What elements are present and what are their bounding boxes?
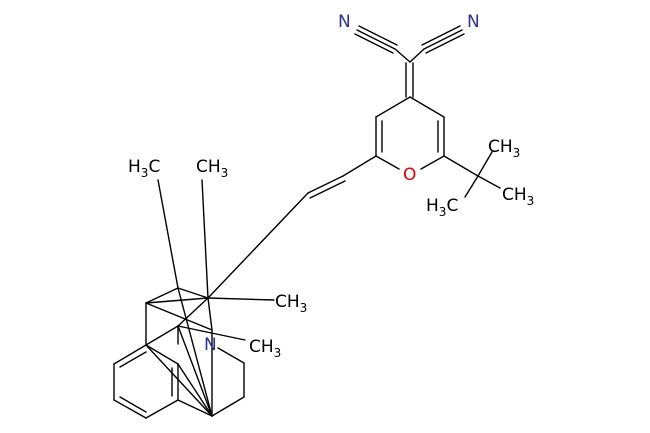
cyano-single-bond-left bbox=[394, 48, 411, 63]
methyl-bond-ch3-top bbox=[201, 179, 209, 299]
benzene-bond-6 bbox=[145, 344, 179, 365]
jul-bond-12 bbox=[145, 344, 213, 417]
jul-ch3-low-label: CH3 bbox=[249, 337, 281, 360]
cyano-triple-bond-left-b bbox=[356, 29, 396, 50]
benzene-bond-1-inner bbox=[119, 351, 147, 368]
benzene-bond-7 bbox=[177, 363, 213, 417]
n-cyano-right-label: N bbox=[467, 12, 480, 32]
jul-bond-6 bbox=[177, 297, 209, 327]
jul-bond-7 bbox=[207, 297, 213, 331]
jul-bond-5 bbox=[145, 302, 213, 331]
cyano-triple-bond-right-b bbox=[423, 29, 463, 50]
jul-bond-1 bbox=[145, 287, 179, 304]
n-cyano-left-label: N bbox=[338, 12, 351, 32]
pyran-bond-c2-o bbox=[375, 155, 400, 170]
julolidine-methyls bbox=[157, 179, 209, 299]
jul-bond-11 bbox=[177, 287, 213, 417]
pyran-bond-c4-c5 bbox=[409, 96, 445, 118]
vinyl-bond-c2 bbox=[342, 155, 377, 177]
cyano-triple-bond-left-c bbox=[354, 33, 394, 54]
jul-bond-2 bbox=[177, 287, 209, 299]
jul-ch3-top-label: CH3 bbox=[196, 157, 228, 180]
tbu-ch3-right-label: CH3 bbox=[502, 185, 534, 208]
benzene-bond-1 bbox=[113, 344, 147, 365]
o-pyran-label: O bbox=[403, 165, 416, 185]
jul-bond-15 bbox=[217, 347, 245, 364]
jul-bond-13 bbox=[177, 325, 213, 417]
jul-bond-17 bbox=[211, 396, 245, 417]
tbu-ch3-top-label: CH3 bbox=[488, 137, 520, 160]
jul-h3c-label: H3C bbox=[128, 157, 160, 180]
vinyl-linker bbox=[207, 155, 377, 299]
benzene-bond-4 bbox=[145, 399, 179, 419]
benzene-ring bbox=[113, 344, 213, 419]
jul-bond-8 bbox=[207, 297, 275, 301]
vinyl-long-bond bbox=[207, 192, 309, 299]
benzene-bond-3 bbox=[113, 399, 147, 419]
jul-bond-10 bbox=[145, 325, 179, 346]
julolidine-core bbox=[145, 287, 275, 417]
cyano-triple-bond-left-a bbox=[358, 25, 398, 46]
cyano-triple-bond-right-a bbox=[421, 25, 461, 46]
pyran-bond-c4-c3 bbox=[375, 96, 411, 118]
cyano-single-bond-right bbox=[409, 48, 425, 63]
cyano-triple-bond-right-c bbox=[425, 33, 465, 54]
pyran-bond-c6-o bbox=[420, 155, 445, 170]
vinyl-double-b bbox=[309, 180, 346, 199]
n-julolidine-label: N bbox=[204, 335, 217, 355]
tbu-bond-top bbox=[477, 151, 493, 177]
pyran-ring bbox=[375, 96, 445, 170]
tbu-bond-down bbox=[464, 175, 479, 198]
dicyanomethylene-group bbox=[354, 25, 465, 98]
jul-bond-3 bbox=[145, 297, 209, 304]
tert-butyl-group bbox=[443, 151, 501, 198]
jul-ch3-mid-label: CH3 bbox=[275, 292, 307, 315]
benzene-bond-8 bbox=[177, 399, 213, 417]
tbu-h3c-label: H3C bbox=[426, 196, 458, 219]
benzene-bond-3-inner bbox=[119, 396, 147, 413]
vinyl-double-a bbox=[307, 175, 344, 194]
tbu-bond-right bbox=[477, 175, 501, 189]
tbu-attach-bond bbox=[443, 155, 479, 177]
methyl-bond-h3c bbox=[157, 179, 179, 289]
atom-labels: N N O N CH3 CH3 H3C H3C CH3 CH3 CH3 bbox=[128, 12, 534, 360]
